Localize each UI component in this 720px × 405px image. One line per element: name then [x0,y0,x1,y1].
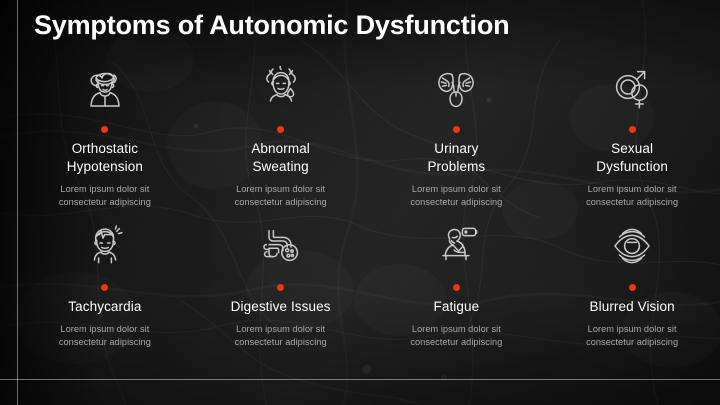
accent-dot [101,284,109,291]
symptom-title: Abnormal Sweating [251,141,310,174]
kidneys-bladder-icon [430,62,482,114]
symptom-card-blurred-vision[interactable]: Blurred Vision Lorem ipsum dolor sit con… [544,220,720,360]
symptom-card-abnormal-sweating[interactable]: Abnormal Sweating Lorem ipsum dolor sit … [193,62,369,220]
accent-dot [277,284,285,291]
accent-dot [628,126,636,133]
symptoms-grid: Orthostatic Hypotension Lorem ipsum dolo… [17,62,720,360]
symptom-card-sexual-dysfunction[interactable]: Sexual Dysfunction Lorem ipsum dolor sit… [544,62,720,220]
symptom-card-orthostatic-hypotension[interactable]: Orthostatic Hypotension Lorem ipsum dolo… [17,62,193,220]
symptom-title: Digestive Issues [230,299,331,314]
blurred-eye-icon [606,220,658,272]
symptoms-row-1: Orthostatic Hypotension Lorem ipsum dolo… [17,62,720,220]
symptom-title: Blurred Vision [589,299,675,314]
heartbeat-person-icon [79,220,131,272]
symptom-description: Lorem ipsum dolor sit consectetur adipis… [234,183,327,208]
tired-person-battery-icon [430,220,482,272]
symptom-card-digestive-issues[interactable]: Digestive Issues Lorem ipsum dolor sit c… [193,220,369,360]
intestines-icon [255,220,307,272]
symptom-title: Fatigue [433,299,480,314]
accent-dot [277,126,285,133]
symptom-title: Orthostatic Hypotension [66,141,143,174]
accent-dot [452,284,460,291]
symptom-description: Lorem ipsum dolor sit consectetur adipis… [58,183,151,208]
symptom-description: Lorem ipsum dolor sit consectetur adipis… [586,323,679,348]
symptom-title: Urinary Problems [427,141,486,174]
page-title: Symptoms of Autonomic Dysfunction [34,10,510,40]
symptom-description: Lorem ipsum dolor sit consectetur adipis… [410,183,503,208]
symptoms-row-2: Tachycardia Lorem ipsum dolor sit consec… [17,220,720,360]
symptom-title: Sexual Dysfunction [596,141,668,174]
symptom-card-fatigue[interactable]: Fatigue Lorem ipsum dolor sit consectetu… [369,220,545,360]
symptom-description: Lorem ipsum dolor sit consectetur adipis… [58,323,151,348]
symptom-description: Lorem ipsum dolor sit consectetur adipis… [410,323,503,348]
symptom-card-urinary-problems[interactable]: Urinary Problems Lorem ipsum dolor sit c… [369,62,545,220]
symptom-description: Lorem ipsum dolor sit consectetur adipis… [234,323,327,348]
sweating-face-icon [255,62,307,114]
gender-symbols-icon [606,62,658,114]
symptom-title: Tachycardia [68,299,142,314]
bottom-horizontal-rule [0,379,720,380]
accent-dot [628,284,636,291]
symptom-card-tachycardia[interactable]: Tachycardia Lorem ipsum dolor sit consec… [17,220,193,360]
symptom-description: Lorem ipsum dolor sit consectetur adipis… [586,183,679,208]
accent-dot [452,126,460,133]
dizzy-person-icon [79,62,131,114]
accent-dot [101,126,109,133]
